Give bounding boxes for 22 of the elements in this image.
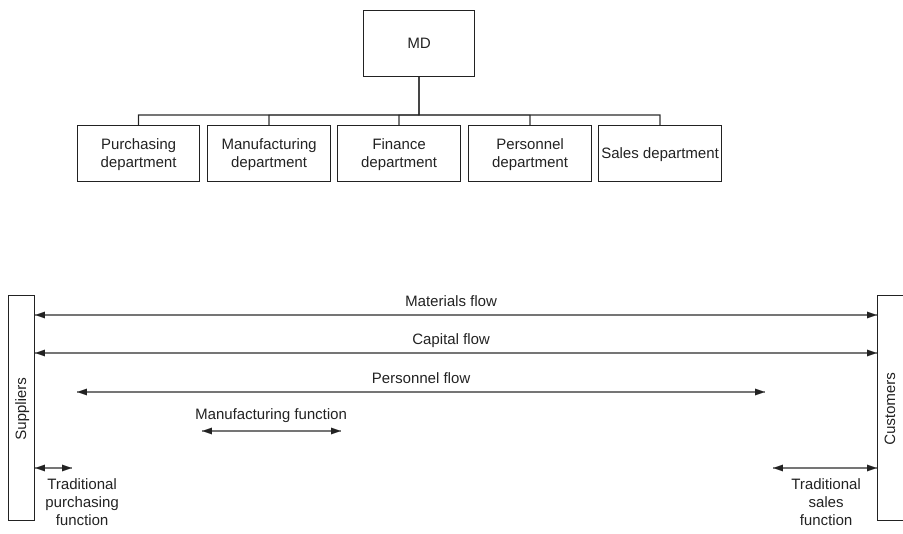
party-name: Customers bbox=[882, 372, 899, 444]
edge-label: Traditional sales function bbox=[790, 476, 862, 530]
org-box bbox=[468, 125, 592, 182]
party-bar bbox=[877, 295, 903, 521]
department-name: Finance department bbox=[360, 136, 438, 172]
department-name: Sales department bbox=[601, 144, 719, 162]
org-box bbox=[598, 125, 722, 182]
party-bar bbox=[8, 295, 35, 521]
edge-label: Capital flow bbox=[412, 331, 490, 349]
flow-label: Personnel flow bbox=[372, 370, 470, 388]
department-name: Purchasing department bbox=[100, 136, 178, 172]
edge-label: Traditional purchasing function bbox=[44, 476, 120, 530]
org-box bbox=[363, 10, 475, 77]
party-name: Suppliers bbox=[13, 376, 30, 440]
org-box bbox=[337, 125, 461, 182]
department-name: MD bbox=[407, 34, 431, 52]
department-name: Personnel department bbox=[491, 136, 569, 172]
department-name: Manufacturing department bbox=[220, 136, 318, 172]
org-box bbox=[207, 125, 331, 182]
edge-label: Materials flow bbox=[405, 293, 497, 311]
flow-label: Manufacturing function bbox=[195, 406, 347, 424]
org-box bbox=[77, 125, 200, 182]
